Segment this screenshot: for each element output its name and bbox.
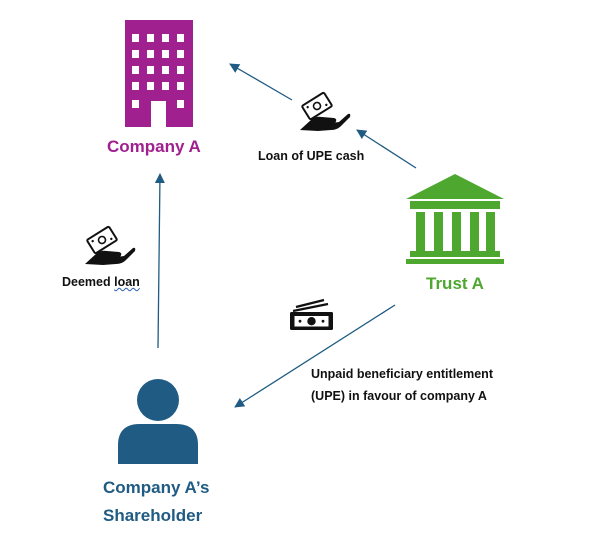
arrow-shareholder-to-company [154,173,165,349]
cash-bill-icon [290,298,333,330]
upe-description-line2: (UPE) in favour of company A [311,389,487,403]
trust-a-label: Trust A [426,274,484,293]
deemed-loan-prefix: Deemed [62,275,115,289]
person-icon [118,379,198,464]
shareholder-label: Company A’s Shareholder [103,474,209,530]
office-building-icon [125,20,193,127]
deemed-loan-label: Deemed loan [62,275,140,289]
shareholder-label-line2: Shareholder [103,506,203,525]
arrow-trust-to-company-loan [356,129,417,169]
hand-holding-money-icon [300,91,351,131]
upe-description-label: Unpaid beneficiary entitlement (UPE) in … [311,363,493,407]
hand-holding-money-icon [85,225,136,265]
loan-of-upe-cash-label: Loan of UPE cash [258,149,365,163]
arrow-trust-to-shareholder [234,304,396,408]
bank-building-icon [406,174,504,264]
arrow-loan-to-company [229,63,293,101]
deemed-loan-underlined-word: loan [114,275,140,289]
upe-description-line1: Unpaid beneficiary entitlement [311,367,493,381]
shareholder-label-line1: Company A’s [103,478,210,497]
company-a-label: Company A [107,137,201,156]
